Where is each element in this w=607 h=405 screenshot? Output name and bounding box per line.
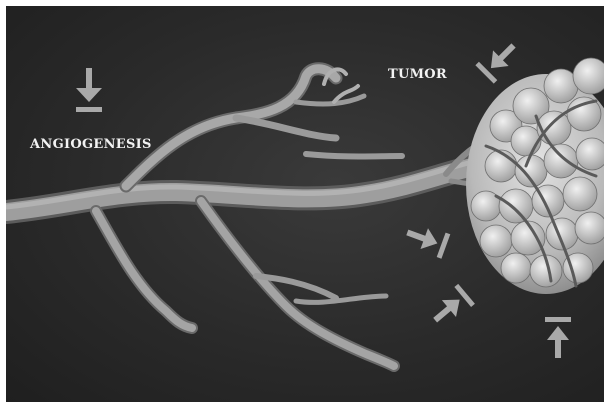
arrow-to-bar-icon-top [475, 36, 522, 83]
blood-vessels [6, 69, 526, 366]
angiogenesis-label: ANGIOGENESIS [30, 137, 152, 152]
angiogenesis-marker-icon [76, 68, 102, 112]
arrow-to-bar-icon-bottom [545, 317, 571, 358]
arrow-to-bar-icon-mid [403, 220, 450, 258]
tumor-label: TUMOR [388, 67, 447, 82]
arrow-to-bar-icon-lower [427, 284, 475, 330]
illustration-panel: ANGIOGENESIS TUMOR [6, 6, 604, 402]
angiogenesis-illustration [6, 6, 604, 402]
tumor-mass [466, 58, 604, 294]
